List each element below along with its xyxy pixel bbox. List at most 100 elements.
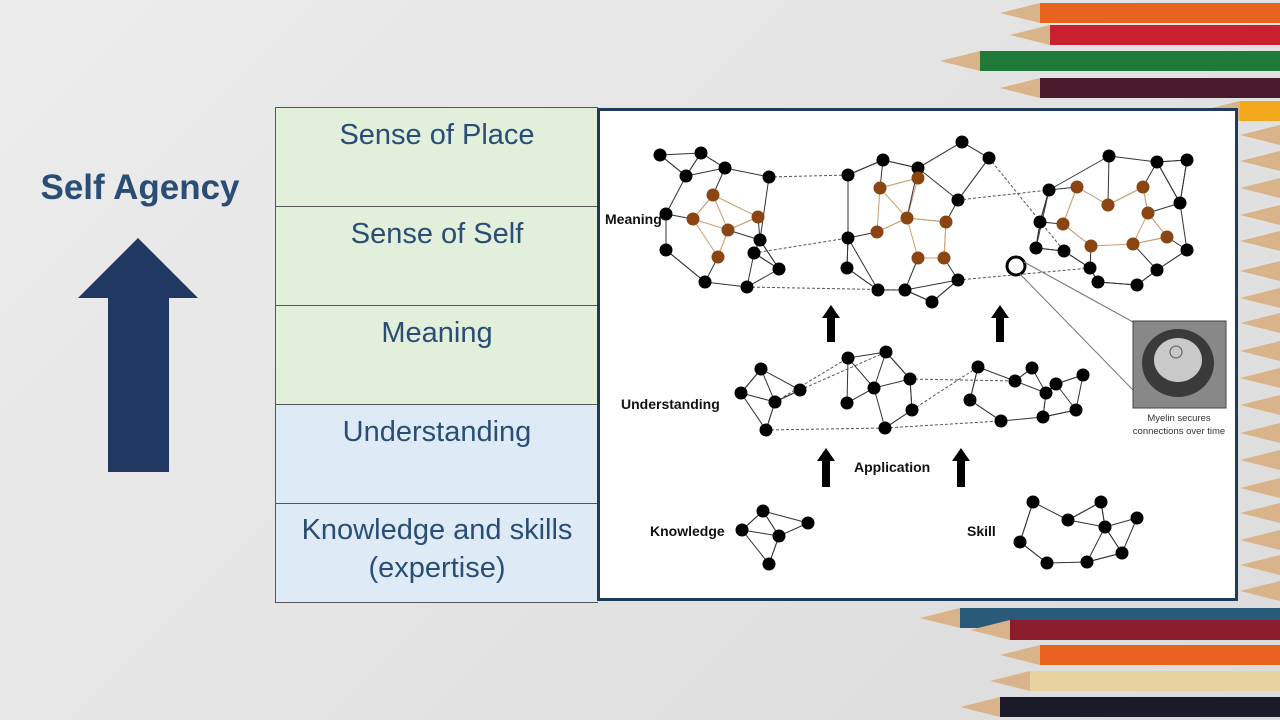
neuron-node [706, 188, 720, 202]
network-edge [1108, 155, 1158, 163]
neuron-node [955, 135, 969, 149]
neuron-node [659, 243, 673, 257]
neuron-node [873, 181, 887, 195]
neuron-node [1026, 495, 1040, 509]
up-arrow-icon [952, 448, 970, 487]
neuron-node [1141, 206, 1155, 220]
neuron-node [659, 207, 673, 221]
network-edge [765, 427, 886, 431]
neuron-node [1069, 403, 1083, 417]
neuron-node [1173, 196, 1187, 210]
levels-table: Sense of Place Sense of Self Meaning Und… [275, 107, 598, 603]
network-edge [659, 152, 702, 156]
network-edge [1019, 501, 1034, 543]
neuron-node [740, 280, 754, 294]
neuron-node [939, 215, 953, 229]
neuron-node [1098, 520, 1112, 534]
neuron-node [1150, 263, 1164, 277]
neuron-node [686, 212, 700, 226]
network-edge [911, 366, 979, 411]
network-edge [917, 141, 963, 169]
neuron-node [900, 211, 914, 225]
network-edge [665, 175, 687, 215]
network-edge [957, 157, 990, 201]
neuron-node [735, 523, 749, 537]
caption-line-2: connections over time [1133, 426, 1225, 437]
neuron-node [1049, 377, 1063, 391]
neuron-node [1008, 374, 1022, 388]
network-edge [741, 529, 770, 565]
neuron-node [911, 251, 925, 265]
neuron-node [768, 395, 782, 409]
neuron-node [734, 386, 748, 400]
network-edge [917, 167, 959, 201]
network-edge [977, 366, 1016, 382]
neural-network-figure: Meaning Understanding Application Knowle… [597, 108, 1238, 601]
neuron-node [762, 170, 776, 184]
network-edge [884, 420, 1002, 429]
neuron-node [694, 146, 708, 160]
network-edge [1179, 202, 1188, 251]
neuron-node [1136, 180, 1150, 194]
neuron-node [698, 275, 712, 289]
network-edge [1107, 155, 1110, 206]
network-edge [685, 167, 726, 177]
neuron-node [963, 393, 977, 407]
up-arrow-icon [991, 305, 1009, 342]
neuron-node [751, 210, 765, 224]
callout-line [1023, 261, 1134, 323]
network-edge [759, 176, 770, 241]
neuron-node [1036, 410, 1050, 424]
level-meaning: Meaning [276, 306, 598, 405]
neuron-node [982, 151, 996, 165]
neuron-node [1115, 546, 1129, 560]
neuron-node [841, 168, 855, 182]
neuron-node [867, 381, 881, 395]
page-title: Self Agency [40, 168, 240, 207]
neuron-node [1013, 535, 1027, 549]
neuron-node [1101, 198, 1115, 212]
neuron-node [1091, 275, 1105, 289]
neuron-node [1160, 230, 1174, 244]
neuron-node [793, 383, 807, 397]
label-understanding: Understanding [621, 396, 720, 412]
label-skill: Skill [967, 523, 996, 539]
neuron-node [1180, 243, 1194, 257]
neuron-node [762, 557, 776, 571]
network-edge [740, 392, 767, 431]
level-sense-of-place: Sense of Place [276, 108, 598, 207]
network-edge [665, 249, 706, 283]
network-edge [846, 357, 849, 404]
network-edge [876, 187, 881, 233]
neuron-node [1150, 155, 1164, 169]
neuron-node [1080, 555, 1094, 569]
neuron-node [879, 345, 893, 359]
neuron-node [1102, 149, 1116, 163]
network-edge [712, 194, 759, 218]
neuron-node [898, 283, 912, 297]
network-edge [692, 218, 719, 258]
network-edge [1086, 526, 1106, 563]
network-edge [1156, 161, 1181, 204]
network-edge [774, 357, 849, 403]
neuron-node [951, 193, 965, 207]
network-edge [879, 177, 919, 189]
neuron-node [1057, 244, 1071, 258]
neuron-node [1076, 368, 1090, 382]
network-edge [768, 174, 849, 178]
callout-line [1019, 273, 1134, 391]
neuron-node [1042, 183, 1056, 197]
label-application: Application [854, 459, 930, 475]
neuron-node [870, 225, 884, 239]
level-sense-of-self: Sense of Self [276, 207, 598, 306]
neuron-node [711, 250, 725, 264]
network-edge [1090, 243, 1134, 247]
neuron-node [925, 295, 939, 309]
neuron-node [754, 362, 768, 376]
neuron-node [937, 251, 951, 265]
network-edge [1046, 561, 1088, 564]
neuron-node [1056, 217, 1070, 231]
neuron-node [871, 283, 885, 297]
neuron-node [840, 396, 854, 410]
neuron-node [1084, 239, 1098, 253]
